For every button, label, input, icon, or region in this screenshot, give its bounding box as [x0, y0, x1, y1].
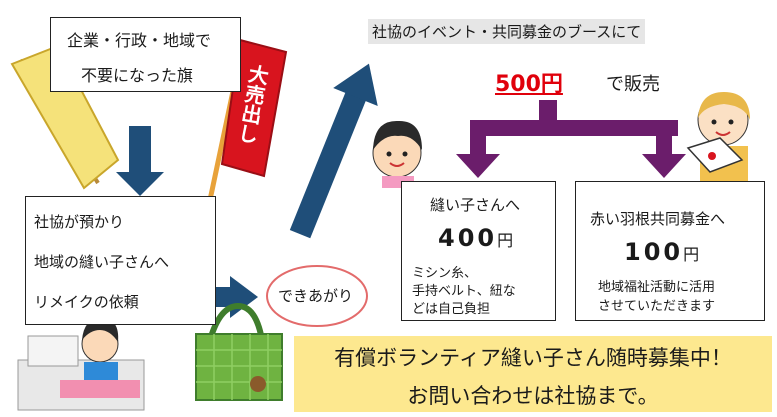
seamstress-title: 縫い子さんへ — [430, 196, 521, 214]
fund-title: 赤い羽根共同募金へ — [590, 210, 726, 228]
price-suffix: で販売 — [606, 74, 660, 95]
yellow-flag-icon — [10, 44, 120, 190]
green-bag-icon — [195, 302, 283, 401]
seamstress-note2: 手持ベルト、紐な — [412, 284, 516, 299]
seamstress-box: 縫い子さんへ 400円 ミシン糸、 手持ベルト、紐な どは自己負担 — [401, 181, 556, 321]
recruit-line1: 有償ボランティア縫い子さん随時募集中！ — [334, 346, 732, 370]
seamstress-note1: ミシン糸、 — [412, 266, 478, 281]
fund-box: 赤い羽根共同募金へ 100円 地域福祉活動に活用 させていただきます — [575, 181, 765, 321]
fund-note1: 地域福祉活動に活用 — [598, 280, 716, 295]
seamstress-amount-unit: 円 — [497, 231, 514, 250]
request-line2: 地域の縫い子さんへ — [34, 253, 170, 271]
seamstress-note3: どは自己負担 — [412, 302, 491, 317]
recruit-banner: 有償ボランティア縫い子さん随時募集中！ お問い合わせは社協まで。 — [294, 336, 772, 412]
arrow-down — [116, 126, 164, 196]
finished-label: できあがり — [278, 287, 354, 305]
finished-oval — [266, 265, 368, 327]
request-line3: リメイクの依頼 — [34, 293, 139, 311]
request-box: 社協が預かり 地域の縫い子さんへ リメイクの依頼 — [25, 196, 216, 325]
fund-amount-unit: 円 — [683, 245, 700, 264]
girl-face-icon — [372, 120, 422, 188]
request-line1: 社協が預かり — [34, 213, 125, 231]
fund-note2: させていただきます — [598, 299, 716, 314]
seamstress-icon — [17, 318, 145, 411]
source-line2: 不要になった旗 — [81, 66, 194, 85]
source-box: 企業・行政・地域で 不要になった旗 — [50, 17, 241, 92]
seamstress-amount-digits: 400 — [438, 224, 498, 252]
recruit-line2: お問い合わせは社協まで。 — [407, 384, 659, 408]
arrow-up-diagonal — [289, 63, 378, 239]
split-arrow — [456, 100, 686, 178]
fund-amount-digits: 100 — [624, 238, 684, 266]
source-line1: 企業・行政・地域で — [67, 31, 212, 50]
sales-heading: 社協のイベント・共同募金のブースにて — [368, 19, 646, 44]
price-amount: 500円 — [495, 72, 563, 97]
woman-with-box-icon — [686, 92, 750, 182]
